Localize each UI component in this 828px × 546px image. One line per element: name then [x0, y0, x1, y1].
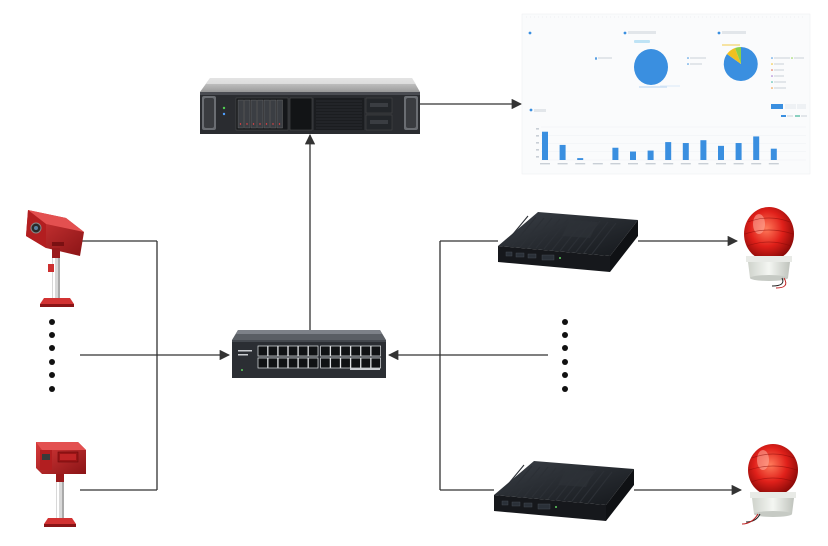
rack-server-icon[interactable]: [200, 78, 420, 134]
x-tick-label-0: [540, 163, 550, 165]
switch-ports: [257, 345, 381, 369]
switch-port: [370, 345, 381, 357]
bar-4: [612, 147, 619, 160]
server-vent: [314, 98, 364, 130]
x-tick-label-1: [557, 163, 568, 165]
bar-6: [647, 150, 654, 160]
switch-port: [330, 345, 341, 357]
red-warning-beacon-icon-bottom[interactable]: [741, 444, 798, 525]
bar-2: [577, 158, 584, 160]
switch-port: [308, 345, 319, 357]
switch-port: [287, 357, 299, 369]
x-tick-label-7: [663, 163, 674, 165]
x-tick-label-12: [751, 163, 762, 165]
dashboard-bar-panel: [529, 104, 807, 165]
x-tick-label-9: [698, 163, 709, 165]
switch-port: [267, 357, 278, 369]
bar-1: [559, 144, 566, 160]
switch-port: [277, 357, 289, 369]
bar-11: [735, 143, 742, 160]
switch-port: [350, 345, 361, 357]
network-switch-icon[interactable]: [232, 330, 386, 378]
switch-port: [308, 357, 319, 369]
bar-13: [770, 148, 777, 160]
switch-port: [298, 357, 309, 369]
switch-port: [320, 345, 331, 357]
switch-port: [360, 345, 371, 357]
pole-mounted-camera-icon-bottom[interactable]: [36, 442, 86, 527]
x-tick-label-10: [716, 163, 726, 165]
pie-chart-1: [634, 49, 668, 85]
switch-port: [370, 357, 381, 369]
bar-10: [718, 145, 724, 160]
vertical-ellipsis-icon-left: [49, 319, 55, 392]
switch-port: [360, 357, 371, 369]
pole-mounted-camera-icon-top[interactable]: [26, 210, 84, 307]
drive-bays: [235, 97, 313, 131]
dashboard-tab-active[interactable]: [771, 104, 783, 109]
edge-computing-box-icon-bottom[interactable]: [494, 461, 634, 521]
x-tick-label-4: [610, 163, 621, 165]
x-tick-label-13: [768, 163, 779, 165]
switch-port: [267, 345, 278, 357]
bar-gridlines: [541, 126, 806, 161]
connection-lines: [80, 98, 743, 496]
vertical-ellipsis-icon-right: [562, 319, 568, 392]
switch-port: [350, 357, 361, 369]
bar-0: [542, 131, 548, 160]
bar-y-ticks: [536, 128, 539, 158]
switch-port: [320, 357, 331, 369]
monitoring-dashboard: [521, 13, 811, 175]
switch-port: [287, 345, 299, 357]
switch-port: [340, 357, 351, 369]
bar-9: [700, 140, 707, 160]
x-tick-label-11: [733, 163, 744, 165]
switch-port: [298, 345, 309, 357]
dashboard-panel-2: [595, 31, 680, 88]
bar-marks: [542, 131, 777, 160]
switch-port: [340, 345, 351, 357]
bar-x-labels: [540, 163, 779, 165]
x-tick-label-3: [592, 163, 603, 165]
bar-12: [753, 136, 760, 160]
switch-port: [277, 345, 289, 357]
dashboard-tab-2[interactable]: [785, 104, 796, 109]
switch-port: [257, 345, 268, 357]
switch-port: [257, 357, 268, 369]
x-tick-label-6: [645, 163, 656, 165]
x-tick-label-2: [575, 163, 586, 165]
pie-chart-2: [723, 46, 758, 81]
bar-5: [630, 151, 636, 160]
switch-port: [330, 357, 341, 369]
x-tick-label-8: [680, 163, 691, 165]
dashboard-tab-3[interactable]: [797, 104, 806, 109]
bar-7: [665, 142, 672, 160]
bar-8: [682, 143, 689, 160]
pie-2-legend: [771, 57, 804, 89]
dashboard-panel-3: [687, 31, 804, 89]
edge-computing-box-icon-top[interactable]: [498, 212, 638, 272]
red-warning-beacon-icon-top[interactable]: [744, 207, 794, 289]
x-tick-label-5: [628, 163, 638, 165]
